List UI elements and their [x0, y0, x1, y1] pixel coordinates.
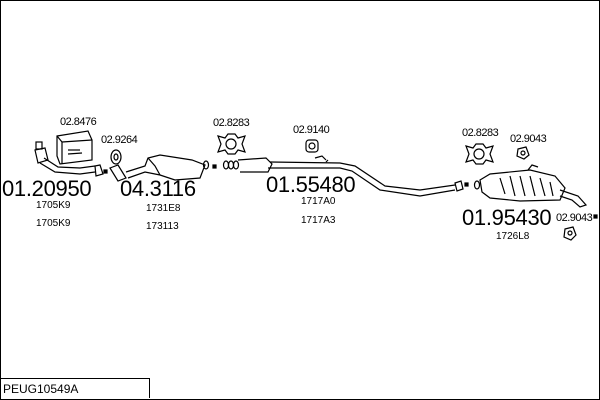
gasket-icon [110, 149, 122, 165]
middle-section-number: 01.55480 [266, 172, 356, 197]
catalyst-number: 04.3116 [120, 176, 196, 201]
rear-silencer-number: 01.95430 [462, 205, 552, 230]
hanger-number: 02.9140 [293, 124, 330, 136]
mounting-kit-icon [56, 130, 93, 165]
clamp-icon [465, 143, 494, 165]
front-pipe-part [34, 141, 108, 177]
clamp-icon [217, 133, 246, 155]
rubber-mount-icon [516, 146, 530, 160]
hanger-icon [305, 139, 319, 153]
rear-silencer-oe-ref: 1726L8 [496, 231, 530, 242]
clamp-rear-number: 02.8283 [462, 127, 499, 139]
rubber-top-number: 02.9043 [510, 133, 547, 145]
rubber-mount-icon [563, 226, 577, 241]
gasket-number: 02.9264 [101, 134, 138, 146]
catalyst-oe-ref: 173113 [146, 221, 179, 232]
front-pipe-oe-ref: 1705K9 [36, 200, 71, 211]
middle-section-oe-ref: 1717A0 [301, 196, 336, 207]
front-pipe-number: 01.20950 [2, 176, 92, 201]
mounting-kit-number: 02.8476 [60, 116, 97, 128]
catalyst-part [109, 154, 217, 182]
middle-section-oe-ref: 1717A3 [301, 215, 336, 226]
rear-silencer-part [473, 164, 598, 219]
catalyst-oe-ref: 1731E8 [146, 203, 181, 214]
middle-section-part [222, 155, 469, 197]
rubber-bottom-number: 02.9043 [556, 212, 593, 224]
clamp-front-number: 02.8283 [213, 117, 250, 129]
front-pipe-oe-ref: 1705K9 [36, 218, 71, 229]
reference-code: PEUG10549A [0, 378, 150, 398]
